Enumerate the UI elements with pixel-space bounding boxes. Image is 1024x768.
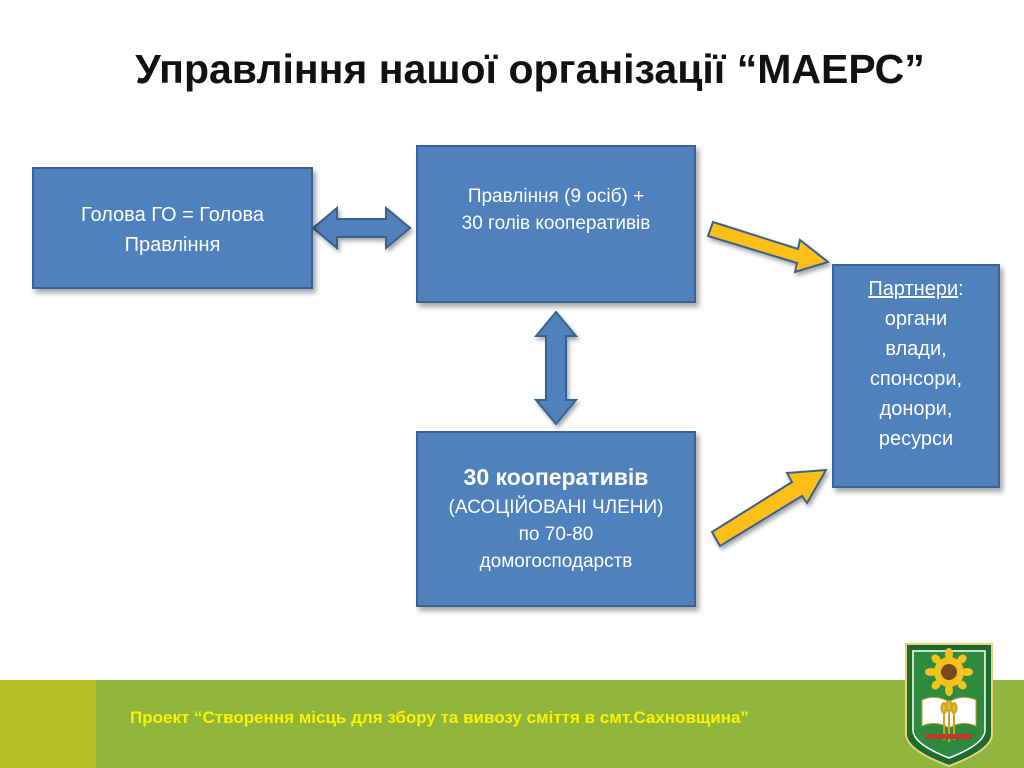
partners-item: донори, [879,398,953,420]
board-box: Правління (9 осіб) + 30 голів кооператив… [416,145,696,303]
board-box-line2: 30 голів кооперативів [461,213,651,234]
arrow-board-to-partners [706,220,831,274]
cooperatives-box-line3: по 70-80 [518,524,594,545]
cooperatives-box-line2: (АСОЦІЙОВАНІ ЧЛЕНИ) [448,497,664,518]
coat-of-arms-icon [905,643,993,768]
partners-colon: : [958,278,964,300]
partners-item: спонсори, [869,368,963,390]
footer-accent-block [0,680,96,768]
cooperatives-box-title: 30 кооперативів [463,464,649,490]
partners-item: ресурси [878,428,954,450]
arrow-coops-to-partners [710,468,828,548]
partners-label: Партнери [868,278,959,300]
cooperatives-box-line4: домогосподарств [479,551,633,572]
partners-box-heading: Партнери: [834,274,998,304]
head-box: Голова ГО = Голова Правління [32,167,313,289]
double-arrow-vertical [533,310,579,426]
footer-bar [96,680,1024,768]
head-box-line1: Голова ГО = Голова [80,204,265,226]
footer-project-text: Проект “Створення місць для збору та вив… [130,708,749,727]
head-box-line2: Правління [124,234,221,256]
partners-item: влади, [885,338,947,360]
double-arrow-horizontal [311,205,412,251]
page-title: Управління нашої організації “МАЕРС” [135,46,925,92]
cooperatives-box: 30 кооперативів (АСОЦІЙОВАНІ ЧЛЕНИ) по 7… [416,431,696,607]
partners-box: Партнери: органи влади, спонсори, донори… [832,264,1000,488]
board-box-line1: Правління (9 осіб) + [467,186,645,207]
partners-item: органи [884,308,948,330]
